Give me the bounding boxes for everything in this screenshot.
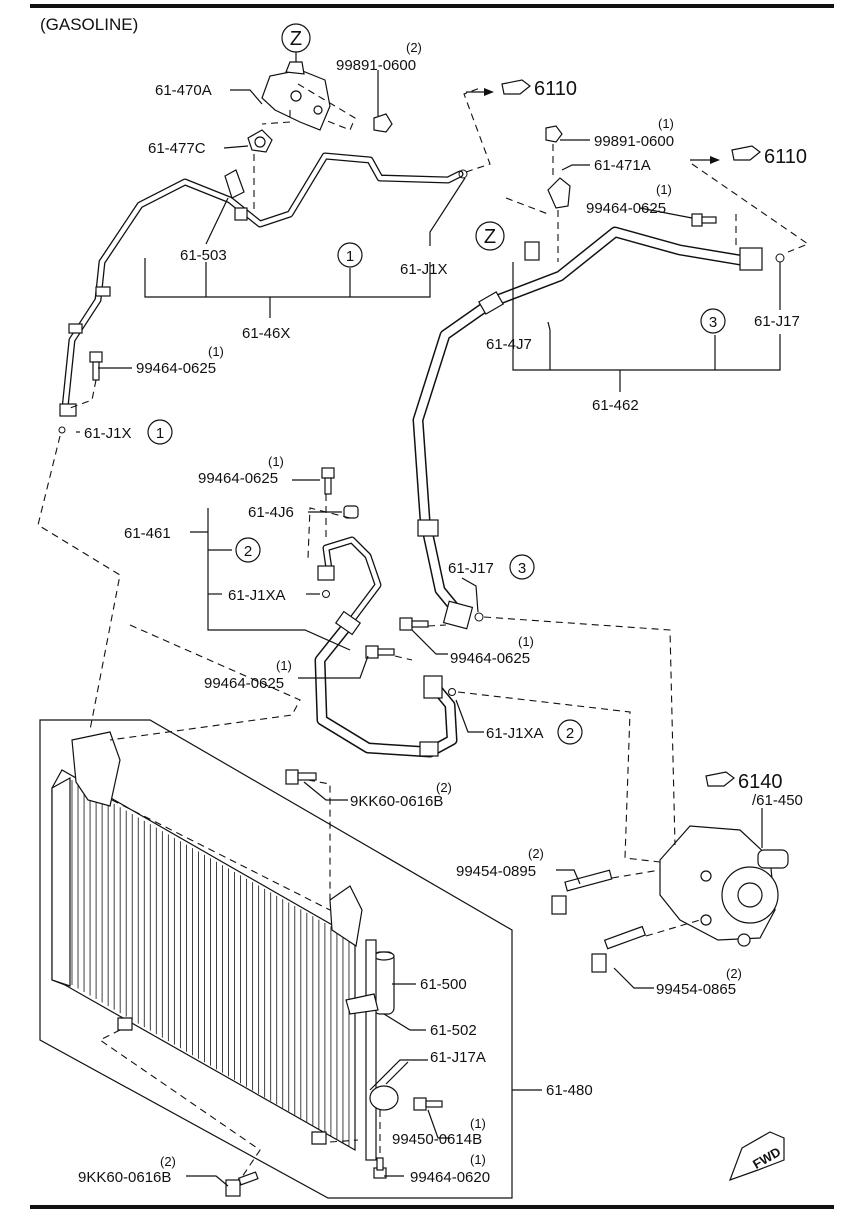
ref-6140: 6140 bbox=[705, 771, 783, 793]
qty-99891-right: (1) bbox=[658, 116, 674, 131]
label-61-477C: 61-477C bbox=[148, 140, 206, 157]
label-61-471A: 61-471A bbox=[594, 157, 651, 174]
callout-z-top: Z bbox=[290, 28, 302, 50]
callout-1b: 1 bbox=[156, 425, 164, 442]
qty-99464-a: (1) bbox=[208, 344, 224, 359]
cap-61-4J6 bbox=[343, 505, 359, 519]
label-61-J1X-top: 61-J1X bbox=[400, 261, 448, 278]
hose-61-462 bbox=[412, 226, 763, 630]
label-99450: 99450-0614B bbox=[392, 1131, 482, 1148]
callout-circles: Z Z 1 1 2 2 3 3 bbox=[147, 23, 726, 745]
sensor-61-503 bbox=[224, 169, 245, 199]
label-61-J1XA-mid: 61-J1XA bbox=[228, 587, 286, 604]
fwd-arrow: FWD bbox=[728, 1131, 785, 1181]
callout-2b: 2 bbox=[566, 725, 574, 742]
label-99454-0865: 99454-0865 bbox=[656, 981, 736, 998]
qty-99464-c: (1) bbox=[268, 454, 284, 469]
nut-99891-right bbox=[545, 125, 563, 143]
hose-61-461 bbox=[314, 536, 458, 758]
bolt-99464-e bbox=[365, 645, 395, 659]
qty-99464-e: (1) bbox=[276, 658, 292, 673]
bolt-99464-d bbox=[399, 617, 429, 631]
bolt-99464-a bbox=[89, 351, 103, 381]
label-61-503: 61-503 bbox=[180, 247, 227, 264]
label-61-J1XA-right: 61-J1XA bbox=[486, 725, 544, 742]
label-99464-b: 99464-0625 bbox=[586, 200, 666, 217]
label-99454-0895: 99454-0895 bbox=[456, 863, 536, 880]
label-61-4J6: 61-4J6 bbox=[248, 504, 294, 521]
qty-99891-top: (2) bbox=[406, 40, 422, 55]
hand-pointer-icon bbox=[705, 771, 735, 787]
hand-pointer-icon bbox=[501, 79, 531, 95]
label-9KK60-a: 9KK60-0616B bbox=[350, 793, 443, 810]
label-61-J17A: 61-J17A bbox=[430, 1049, 486, 1066]
label-61-500: 61-500 bbox=[420, 976, 467, 993]
label-99464-e: 99464-0625 bbox=[204, 675, 284, 692]
leader-lines bbox=[76, 70, 781, 1187]
nut-99891-top bbox=[373, 113, 393, 133]
qty-99454-0865: (2) bbox=[726, 966, 742, 981]
label-99891-right: 99891-0600 bbox=[594, 133, 674, 150]
qty-9KK60-b: (2) bbox=[160, 1154, 176, 1169]
callout-2a: 2 bbox=[244, 543, 252, 560]
label-99464-a: 99464-0625 bbox=[136, 360, 216, 377]
bolt-99450 bbox=[413, 1097, 443, 1111]
qty-99454-0895: (2) bbox=[528, 846, 544, 861]
compressor-61-450 bbox=[659, 825, 789, 947]
hand-pointer-icon bbox=[731, 145, 761, 161]
label-61-46X: 61-46X bbox=[242, 325, 290, 342]
callout-z-mid: Z bbox=[484, 226, 496, 248]
bolt-9KK60-b bbox=[225, 1171, 259, 1197]
condenser-61-480 bbox=[51, 731, 363, 1152]
label-61-461: 61-461 bbox=[124, 525, 171, 542]
qty-99464-0620: (1) bbox=[470, 1152, 486, 1167]
condenser-frame bbox=[39, 719, 513, 1199]
label-99891-top: 99891-0600 bbox=[336, 57, 416, 74]
label-99464-d: 99464-0625 bbox=[450, 650, 530, 667]
ref-6110-a: 6110 bbox=[466, 78, 577, 100]
callout-3a: 3 bbox=[709, 314, 717, 331]
label-61-480: 61-480 bbox=[546, 1082, 593, 1099]
ref-6110-a-label: 6110 bbox=[534, 78, 577, 100]
part-labels: (2) 99891-0600 61-470A 61-477C 61-503 61… bbox=[78, 40, 803, 1186]
bracket-61-470A bbox=[261, 61, 331, 131]
label-61-470A: 61-470A bbox=[155, 82, 212, 99]
bolt-99464-0620 bbox=[373, 1157, 387, 1179]
ref-6110-b-label: 6110 bbox=[764, 146, 807, 168]
label-61-462: 61-462 bbox=[592, 397, 639, 414]
bracket-61-471A bbox=[547, 177, 571, 209]
label-99464-0620: 99464-0620 bbox=[410, 1169, 490, 1186]
qty-99450: (1) bbox=[470, 1116, 486, 1131]
label-9KK60-b: 9KK60-0616B bbox=[78, 1169, 171, 1186]
receiver-61-500 bbox=[345, 939, 399, 1161]
bolt-9KK60-a bbox=[285, 769, 317, 785]
bolt-99454-0865 bbox=[591, 925, 647, 973]
label-61-J1X-left: 61-J1X bbox=[84, 425, 132, 442]
label-61-J17-top: 61-J17 bbox=[754, 313, 800, 330]
bolt-99464-b bbox=[691, 213, 717, 227]
bolt-99454-0895 bbox=[551, 869, 613, 915]
label-99464-c: 99464-0625 bbox=[198, 470, 278, 487]
label-61-4J7: 61-4J7 bbox=[486, 336, 532, 353]
qty-9KK60-a: (2) bbox=[436, 780, 452, 795]
bolt-99464-c bbox=[321, 467, 335, 495]
label-61-J17-mid: 61-J17 bbox=[448, 560, 494, 577]
qty-99464-b: (1) bbox=[656, 182, 672, 197]
ref-6110-b: 6110 bbox=[690, 145, 807, 168]
pipe-61-46X bbox=[59, 152, 464, 417]
dashed-guides bbox=[37, 83, 810, 1181]
callout-3b: 3 bbox=[518, 560, 526, 577]
callout-1a: 1 bbox=[346, 248, 354, 265]
label-61-502: 61-502 bbox=[430, 1022, 477, 1039]
ref-6140-label: 6140 bbox=[738, 771, 783, 793]
label-61-450: /61-450 bbox=[752, 792, 803, 809]
qty-99464-d: (1) bbox=[518, 634, 534, 649]
clip-61-477C bbox=[247, 129, 273, 153]
diagram-title: (GASOLINE) bbox=[40, 15, 138, 34]
